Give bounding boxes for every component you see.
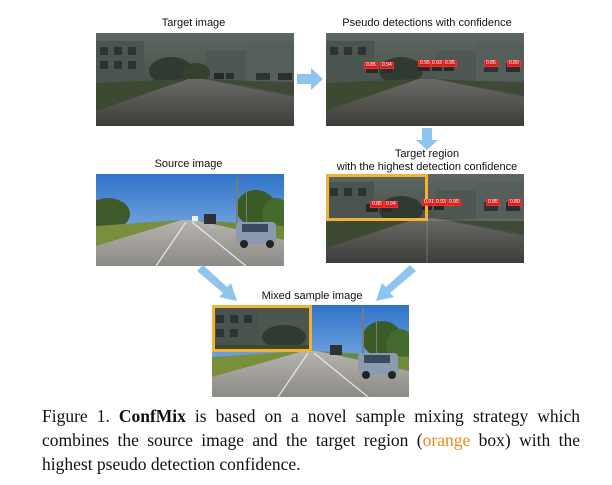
- arrow-down-right-icon: [197, 265, 237, 301]
- detection-box: 0.85: [486, 199, 500, 206]
- arrow-down-left-icon: [376, 265, 416, 301]
- label-target-region-line2: with the highest detection confidence: [336, 161, 518, 173]
- detection-box: 0.94: [380, 62, 394, 69]
- detection-box: 0.94: [384, 201, 398, 208]
- caption-method-name: ConfMix: [118, 406, 186, 426]
- detection-box: 0.89: [507, 60, 521, 67]
- mixed-sample-image: [212, 305, 409, 397]
- source-image: [96, 174, 284, 266]
- pseudo-detections-image: 0.85 0.94 0.95 0.93 0.95 0.85 0.89: [326, 33, 524, 126]
- caption-text-part2: box) with the highest pseudo detection c…: [42, 430, 580, 474]
- detection-box: 0.85: [370, 201, 384, 208]
- detection-box: 0.85: [484, 60, 498, 67]
- caption-text-part1: is based on a novel sample mixing strate…: [42, 406, 580, 450]
- arrow-down-icon: [416, 128, 438, 150]
- caption-orange-word: orange: [422, 430, 471, 450]
- label-target-image: Target image: [161, 17, 226, 29]
- detection-box: 0.85: [364, 62, 378, 69]
- detection-box: 0.95: [447, 199, 461, 206]
- caption-prefix: Figure 1.: [42, 406, 119, 426]
- label-pseudo-detections: Pseudo detections with confidence: [342, 17, 512, 29]
- figure-caption: Figure 1. ConfMix is based on a novel sa…: [42, 404, 580, 476]
- arrow-right-icon: [297, 68, 323, 90]
- target-region-image: 0.85 0.94 0.91 0.93 0.95 0.85 0.89: [326, 174, 524, 263]
- detection-box: 0.93: [430, 60, 444, 67]
- label-target-region-line1: Target region: [394, 148, 460, 160]
- target-image: [96, 33, 294, 126]
- label-source-image: Source image: [154, 158, 223, 170]
- detection-box: 0.95: [443, 60, 457, 67]
- detection-box: 0.89: [508, 199, 522, 206]
- label-mixed-sample: Mixed sample image: [261, 290, 363, 302]
- detection-box: 0.93: [434, 199, 448, 206]
